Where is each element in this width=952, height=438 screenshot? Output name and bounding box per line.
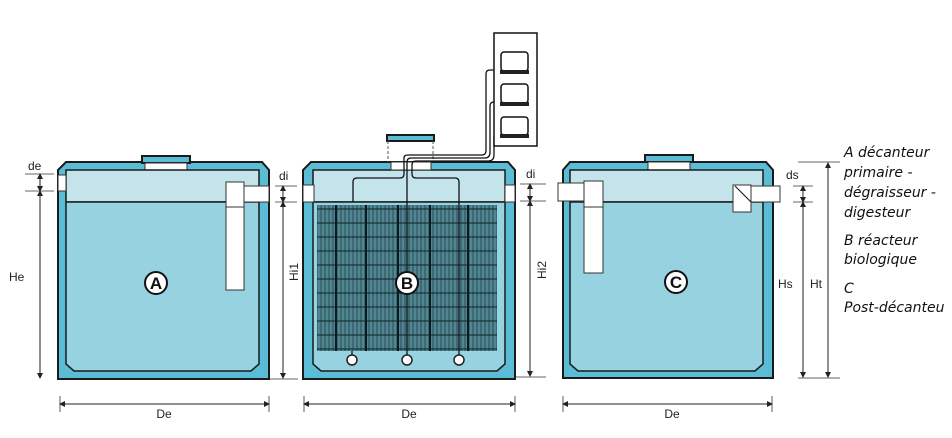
dim-ht: Ht bbox=[810, 277, 823, 291]
dim-hi2: Hi2 bbox=[535, 261, 549, 279]
legend-a-line: A décanteur bbox=[843, 145, 931, 161]
legend-a-line: primaire - bbox=[843, 165, 913, 181]
diffuser bbox=[346, 354, 358, 366]
tank-c-lid bbox=[644, 154, 694, 163]
tank-a: A bbox=[57, 155, 270, 380]
tank-c-badge bbox=[664, 270, 688, 294]
dim-di-1: di bbox=[279, 169, 288, 183]
dim-di-2: di bbox=[526, 167, 535, 181]
tank-c: C bbox=[557, 154, 781, 379]
dimension-lines bbox=[25, 161, 840, 412]
legend-a-line: dégraisseur - bbox=[844, 185, 936, 201]
legend-b-line: B réacteur bbox=[844, 233, 919, 249]
tank-a-inlet-pipe bbox=[57, 174, 67, 192]
tank-b-lid bbox=[386, 134, 435, 142]
dim-ds: ds bbox=[786, 168, 799, 182]
tank-a-outlet-tee bbox=[225, 181, 245, 291]
tank-c-inlet-pipe bbox=[557, 182, 586, 202]
dim-width-c: De bbox=[664, 407, 680, 421]
legend-b-line: biologique bbox=[844, 252, 917, 268]
tank-a-outlet-pipe bbox=[242, 185, 270, 203]
tank-c-outlet-tee bbox=[732, 184, 752, 213]
tank-a-label: A bbox=[150, 274, 162, 293]
legend: A décanteur primaire - dégraisseur - dig… bbox=[843, 145, 945, 316]
dim-width-a: De bbox=[156, 407, 172, 421]
tank-c-inlet-tee bbox=[583, 180, 604, 274]
dim-he: He bbox=[9, 270, 25, 284]
tank-b-diffusers bbox=[346, 354, 465, 366]
tank-c-manhole bbox=[647, 161, 691, 171]
legend-c-line: C bbox=[844, 281, 854, 297]
blower-icon bbox=[500, 116, 529, 138]
tank-a-badge bbox=[144, 271, 168, 295]
blower-icon bbox=[500, 83, 529, 106]
tank-b-inlet-pipe bbox=[302, 184, 315, 203]
diffuser bbox=[401, 354, 413, 366]
dim-width-b: De bbox=[401, 407, 417, 421]
tank-a-manhole bbox=[144, 162, 188, 171]
blower-icon bbox=[500, 51, 529, 74]
tank-b: B bbox=[302, 69, 516, 380]
tank-c-label: C bbox=[670, 273, 682, 292]
tank-b-air-pipes bbox=[351, 69, 500, 360]
dim-hs: Hs bbox=[778, 277, 793, 291]
blower-cabinet bbox=[493, 32, 538, 147]
tank-b-air-space bbox=[312, 169, 506, 203]
tank-b-manhole bbox=[390, 161, 432, 171]
legend-c-line: Post-décanteu bbox=[844, 300, 945, 316]
dim-de: de bbox=[28, 159, 42, 173]
legend-a-line: digesteur bbox=[844, 205, 912, 221]
tank-a-lid bbox=[141, 155, 191, 164]
diffuser bbox=[453, 354, 465, 366]
tank-b-outlet-pipe bbox=[504, 184, 516, 203]
tank-b-badge bbox=[395, 271, 419, 295]
dim-hi1: Hi1 bbox=[287, 263, 301, 281]
tank-b-label: B bbox=[401, 274, 413, 293]
